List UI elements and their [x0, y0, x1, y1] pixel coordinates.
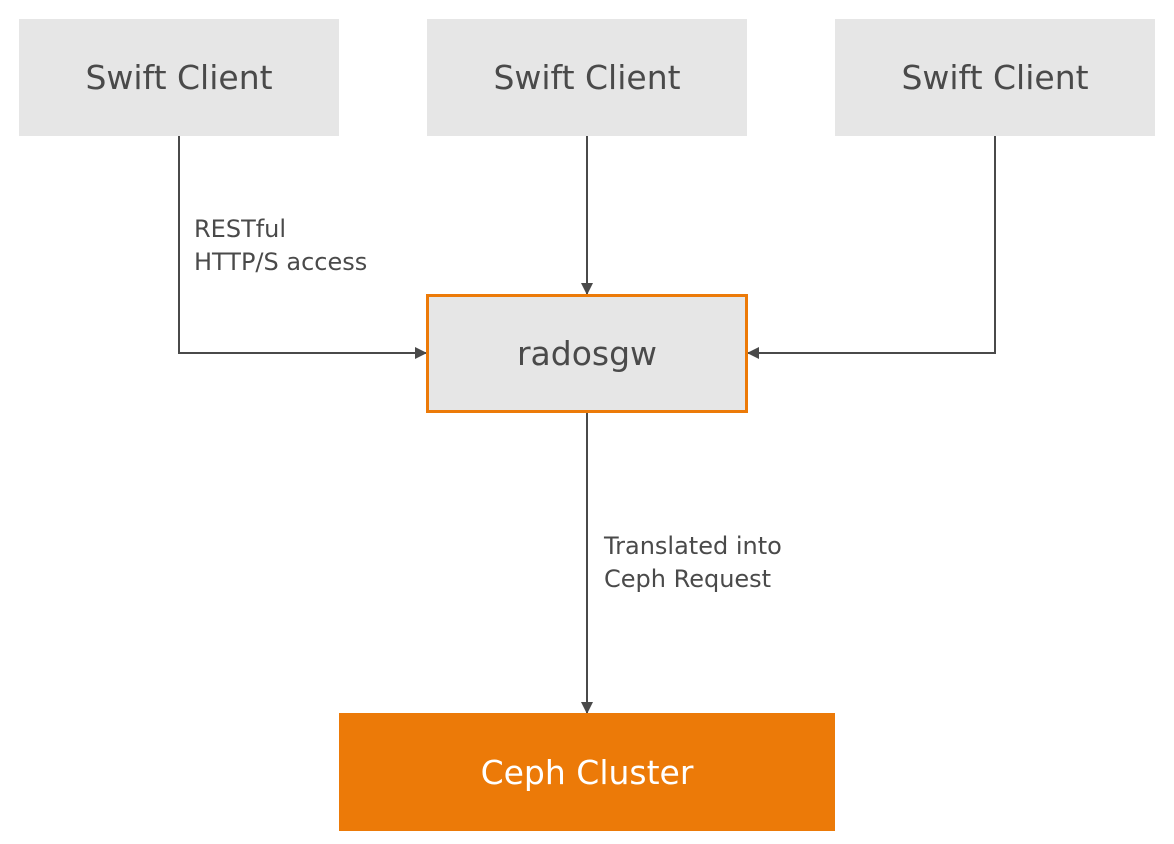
- ceph-cluster-label: Ceph Cluster: [480, 752, 694, 792]
- swift-client-node-3: Swift Client: [835, 19, 1155, 136]
- edge-label-translated: Translated into Ceph Request: [604, 530, 782, 596]
- swift-client-label: Swift Client: [493, 58, 681, 97]
- swift-client-label: Swift Client: [85, 58, 273, 97]
- ceph-cluster-node: Ceph Cluster: [339, 713, 835, 831]
- swift-client-node-2: Swift Client: [427, 19, 747, 136]
- radosgw-label: radosgw: [516, 334, 658, 373]
- radosgw-node: radosgw: [426, 294, 748, 413]
- edge-label-line: RESTful: [194, 215, 287, 243]
- edge-client-3-to-radosgw: [747, 136, 996, 359]
- swift-client-label: Swift Client: [901, 58, 1089, 97]
- swift-client-node-1: Swift Client: [19, 19, 339, 136]
- edge-label-line: Translated into: [604, 532, 782, 560]
- edge-client-1-to-radosgw: [178, 136, 427, 359]
- edge-label-restful-access: RESTful HTTP/S access: [194, 213, 367, 279]
- edge-label-line: Ceph Request: [604, 565, 772, 593]
- edge-label-line: HTTP/S access: [194, 248, 368, 276]
